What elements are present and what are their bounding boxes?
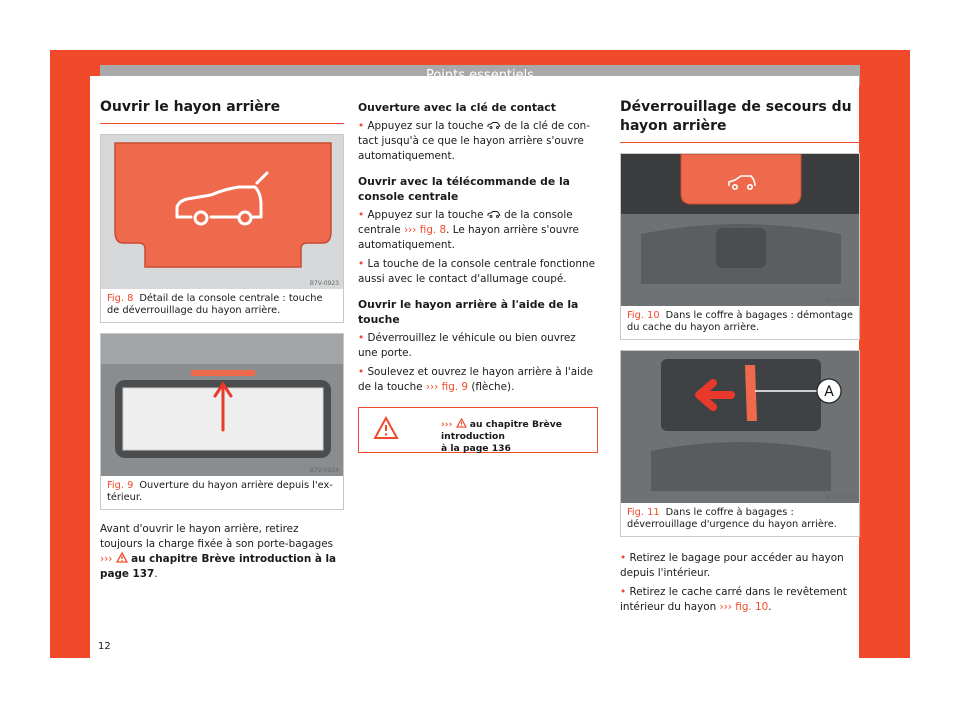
car-icon <box>487 211 501 218</box>
paragraph-remove-load: Avant d'ouvrir le hayon arrière, retirez… <box>100 523 337 580</box>
page-number: 12 <box>98 641 111 652</box>
figure-11-image: A B7V-1001 <box>621 351 859 503</box>
heading-key-opening: Ouverture avec la clé de contact <box>358 101 556 114</box>
bullet-key-button: • Appuyez sur la touche de la clé de con… <box>358 120 590 162</box>
car-icon <box>175 171 269 226</box>
warning-triangle-icon <box>115 551 128 563</box>
figure-caption-text: Dans le coffre à bagages : démontage du … <box>627 310 854 333</box>
figure-label: Fig. 8 <box>107 293 134 304</box>
figure-10-image: B7V-1000 <box>621 154 859 306</box>
page-content: Ouvrir le hayon arrière <box>90 76 860 658</box>
warning-triangle-icon <box>455 417 467 428</box>
figure-9-image: B7V-0924 <box>101 334 343 476</box>
car-icon <box>728 175 756 190</box>
cross-reference-link[interactable]: ››› <box>441 419 453 430</box>
figure-code: B7V-0924 <box>309 467 339 474</box>
bullet-console-ignition-off: • La touche de la console centrale fonct… <box>358 258 595 285</box>
trunk-cover-illustration <box>621 154 859 306</box>
heading-console-remote: Ouvrir avec la télécommande de la conso­… <box>358 175 570 203</box>
left-column: Ouvrir le hayon arrière <box>100 76 344 582</box>
figure-code: B7V-1001 <box>825 494 855 501</box>
right-column: Déverrouillage de secours du hayon arriè… <box>620 76 860 619</box>
figure-label: Fig. 9 <box>107 480 134 491</box>
car-icon <box>487 122 501 129</box>
figure-caption-text: Détail de la console centrale : touche d… <box>107 293 323 316</box>
figure-code: B7V-1000 <box>825 297 855 304</box>
tailgate-button-illustration <box>101 135 343 289</box>
page-frame: Points essentiels Ouvrir le hayon arrièr… <box>50 50 910 658</box>
callout-a-label: A <box>824 384 834 400</box>
figure-caption-text: Ouverture du hayon arrière depuis l'ex­t… <box>107 480 333 503</box>
middle-column: Ouverture avec la clé de contact • Appuy… <box>358 76 598 454</box>
figure-label: Fig. 11 <box>627 507 660 518</box>
section-title-emergency-unlock: Déverrouillage de secours du hayon arriè… <box>620 76 860 143</box>
cross-reference-link[interactable]: ››› <box>100 553 113 565</box>
bullet-unlock-vehicle: • Déverrouillez le véhicule ou bien ouvr… <box>358 332 576 359</box>
cross-reference-link[interactable]: ››› fig. 9 <box>425 381 469 393</box>
arrow-up-icon <box>213 381 233 432</box>
cross-reference-link[interactable]: ››› fig. 8 <box>404 224 447 236</box>
figure-8-image: B7V-0923 <box>101 135 343 289</box>
bullet-remove-cover: • Retirez le cache carré dans le revêtem… <box>620 586 847 613</box>
bullet-console-button: • Appuyez sur la touche de la console ce… <box>358 209 579 251</box>
emergency-release-illustration: A <box>621 351 859 503</box>
figure-code: B7V-0923 <box>309 280 339 287</box>
warning-triangle-icon <box>373 416 399 439</box>
section-title-open-tailgate: Ouvrir le hayon arrière <box>100 76 344 124</box>
figure-label: Fig. 10 <box>627 310 660 321</box>
tailgate-exterior-illustration <box>101 334 343 476</box>
arrow-left-icon <box>695 379 735 411</box>
cross-reference-link[interactable]: ››› fig. 10 <box>719 601 769 613</box>
bullet-lift-tailgate: • Soulevez et ouvrez le hayon arrière à … <box>358 366 593 393</box>
figure-caption-text: Dans le coffre à bagages : déverrouilla­… <box>627 507 837 530</box>
heading-button-opening: Ouvrir le hayon arrière à l'aide de la t… <box>358 298 579 326</box>
warning-box: ››› au chapitre Brève introduction à la … <box>358 407 598 454</box>
bullet-remove-luggage: • Retirez le bagage pour accéder au hayo… <box>620 552 844 579</box>
warning-text: ››› au chapitre Brève introduction à la … <box>441 417 562 454</box>
